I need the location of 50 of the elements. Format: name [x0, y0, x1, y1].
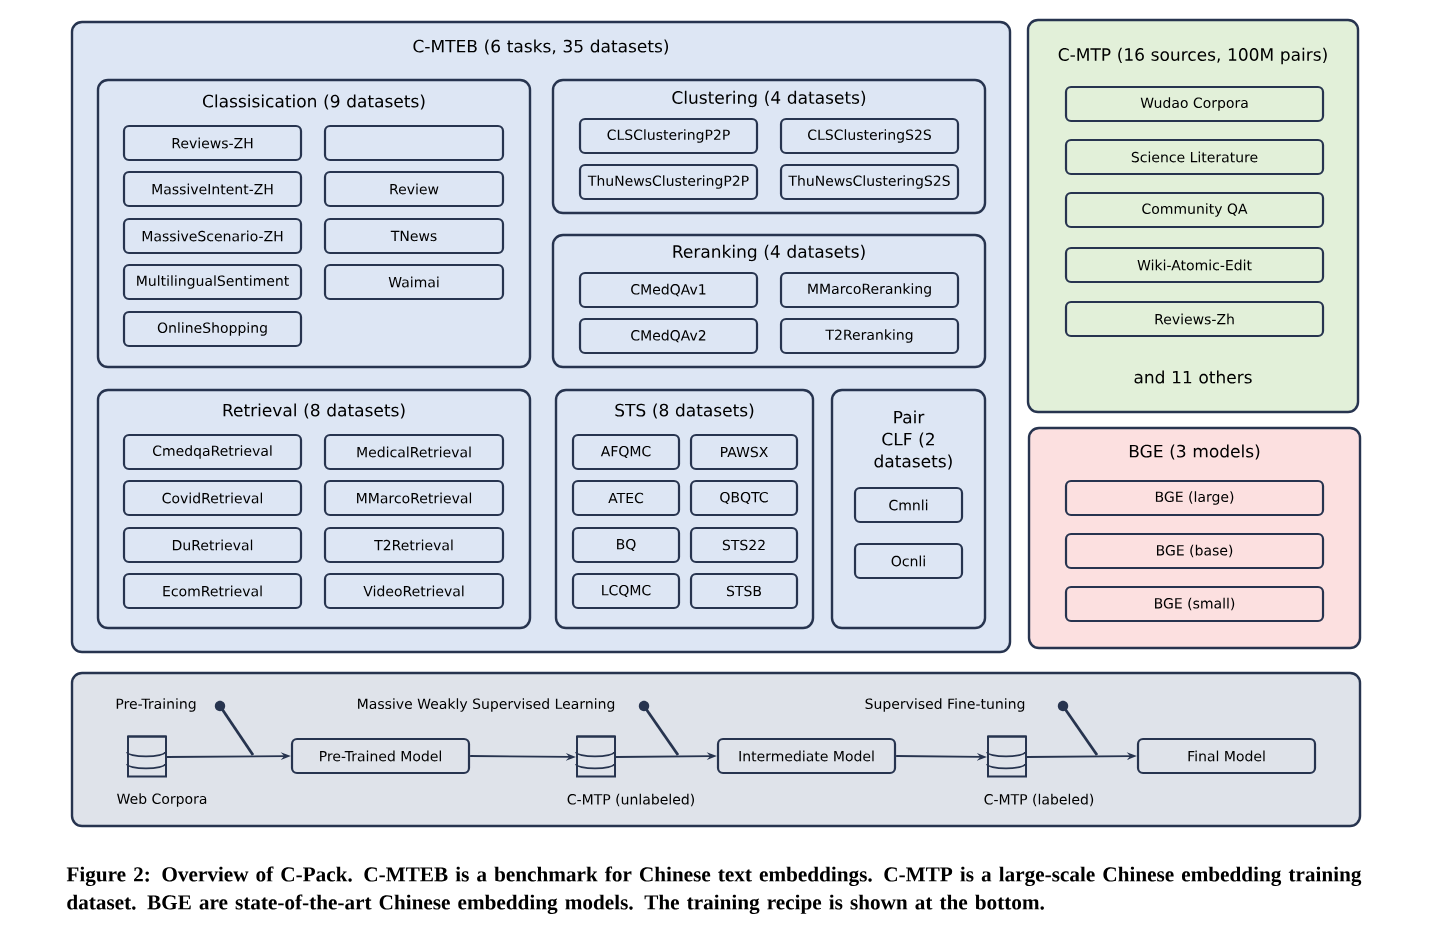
dataset-box: ThuNewsClusteringS2S — [779, 163, 960, 201]
dataset-box: Review — [323, 170, 505, 208]
dataset-box: Science Literature — [1064, 138, 1325, 176]
dataset-box: Reviews-ZH — [122, 124, 303, 162]
dataset-box: BGE (large) — [1064, 479, 1325, 517]
dataset-box: Ocnli — [853, 542, 964, 580]
model-box: Pre-Trained Model — [290, 737, 471, 775]
dataset-box: DuRetrieval — [122, 526, 303, 564]
dataset-box — [323, 124, 505, 162]
dataset-box: ATEC — [571, 479, 681, 517]
dataset-box: MultilingualSentiment — [122, 263, 303, 301]
dataset-box: MassiveIntent-ZH — [122, 170, 303, 208]
dataset-box: Wudao Corpora — [1064, 85, 1325, 123]
dataset-box: ThuNewsClusteringP2P — [578, 163, 759, 201]
dataset-box: CLSClusteringP2P — [578, 117, 759, 155]
model-box: Intermediate Model — [716, 737, 897, 775]
dataset-box: AFQMC — [571, 433, 681, 471]
dataset-box: EcomRetrieval — [122, 572, 303, 610]
dataset-box: Waimai — [323, 263, 505, 301]
dataset-box: MMarcoRetrieval — [323, 479, 505, 517]
dataset-box: STSB — [689, 572, 799, 610]
dataset-box: CMedQAv2 — [578, 317, 759, 355]
stage-label: Pre-Training — [116, 698, 196, 712]
dataset-box: OnlineShopping — [122, 310, 303, 348]
dataset-box: CovidRetrieval — [122, 479, 303, 517]
dataset-box: Reviews-Zh — [1064, 300, 1325, 338]
dataset-box: BQ — [571, 526, 681, 564]
dataset-box: MMarcoReranking — [779, 271, 960, 309]
dataset-box: QBQTC — [689, 479, 799, 517]
caption: Figure 2: Overview of C-Pack. C-MTEB is a benchmark for Chinese text embeddings. C-MTP is a large-scale Chinese embedding training dataset. BGE are state-of-the-art Chinese embedding models. The training recipe is shown at the bottom. — [66, 866, 1362, 914]
dataset-box: T2Retrieval — [323, 526, 505, 564]
dataset-box: MassiveScenario-ZH — [122, 217, 303, 255]
dataset-box: Community QA — [1064, 191, 1325, 229]
model-box: Final Model — [1136, 737, 1317, 775]
dataset-box: BGE (base) — [1064, 532, 1325, 570]
dataset-box: BGE (small) — [1064, 585, 1325, 623]
dataset-box: STS22 — [689, 526, 799, 564]
dataset-box: Cmnli — [853, 486, 964, 524]
stage-label: Supervised Fine-tuning — [865, 698, 1025, 712]
dataset-box: VideoRetrieval — [323, 572, 505, 610]
dataset-box: TNews — [323, 217, 505, 255]
dataset-box: Wiki-Atomic-Edit — [1064, 246, 1325, 284]
dataset-box: MedicalRetrieval — [323, 433, 505, 471]
stage-label: Massive Weakly Supervised Learning — [358, 698, 615, 712]
dataset-box: T2Reranking — [779, 317, 960, 355]
dataset-box: CmedqaRetrieval — [122, 433, 303, 471]
dataset-box: LCQMC — [571, 572, 681, 610]
dataset-box: CLSClusteringS2S — [779, 117, 960, 155]
dataset-box: PAWSX — [689, 433, 799, 471]
dataset-box: CMedQAv1 — [578, 271, 759, 309]
